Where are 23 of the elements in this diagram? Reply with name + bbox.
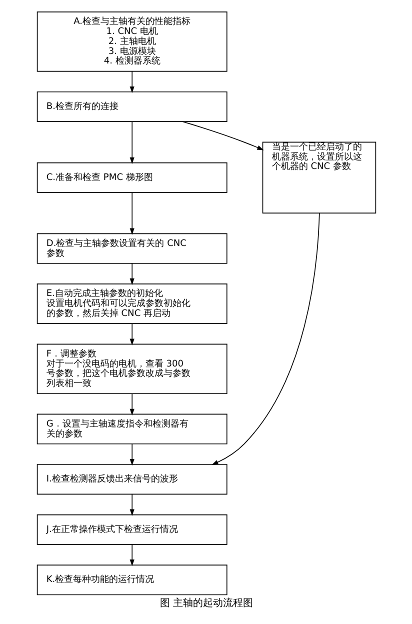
- arrow: [129, 121, 134, 164]
- arrow: [129, 71, 134, 94]
- node-box: C.准备和检查 PMC 梯形图: [36, 162, 227, 193]
- arrow: [129, 444, 134, 466]
- arrow: [129, 323, 134, 346]
- arrow: [129, 263, 134, 285]
- node-box: I.检查检测器反馈出来信号的波形: [36, 464, 227, 495]
- node-box: 当是一个已经启动了的机器系统，设置所以这个机器的 CNC 参数: [262, 142, 376, 214]
- node-box: F．调整参数 对于一个没电码的电机，查看 300 号参数，把这个电机参数改成与参数列表相一致: [36, 344, 227, 394]
- node-box: K.检查每种功能的运行情况: [36, 564, 227, 596]
- node-box: A.检查与主轴有关的性能指标 1. CNC 电机 2. 主轴电机 3. 电源模块 4. 检测器系统: [36, 12, 227, 72]
- arrow: [129, 494, 134, 516]
- arrow: [129, 192, 134, 235]
- arrow: [182, 121, 264, 150]
- caption: 图 主轴的起动流程图: [159, 598, 253, 609]
- node-box: J.在正常操作模式下检查运行情况: [36, 514, 227, 545]
- arrow: [129, 544, 134, 566]
- arrow: [211, 212, 320, 465]
- node-box: D.检查与主轴参数设置有关的 CNC 参数: [36, 233, 227, 264]
- node-box: B.检查所有的连接: [36, 91, 227, 122]
- arrow: [129, 393, 134, 416]
- node-box: G．设置与主轴速度指令和检测器有关的参数: [36, 414, 227, 444]
- node-box: E.自动完成主轴参数的初始化 设置电机代码和可以完成参数初始化的参数，然后关掉 CNC 再启动: [36, 284, 227, 324]
